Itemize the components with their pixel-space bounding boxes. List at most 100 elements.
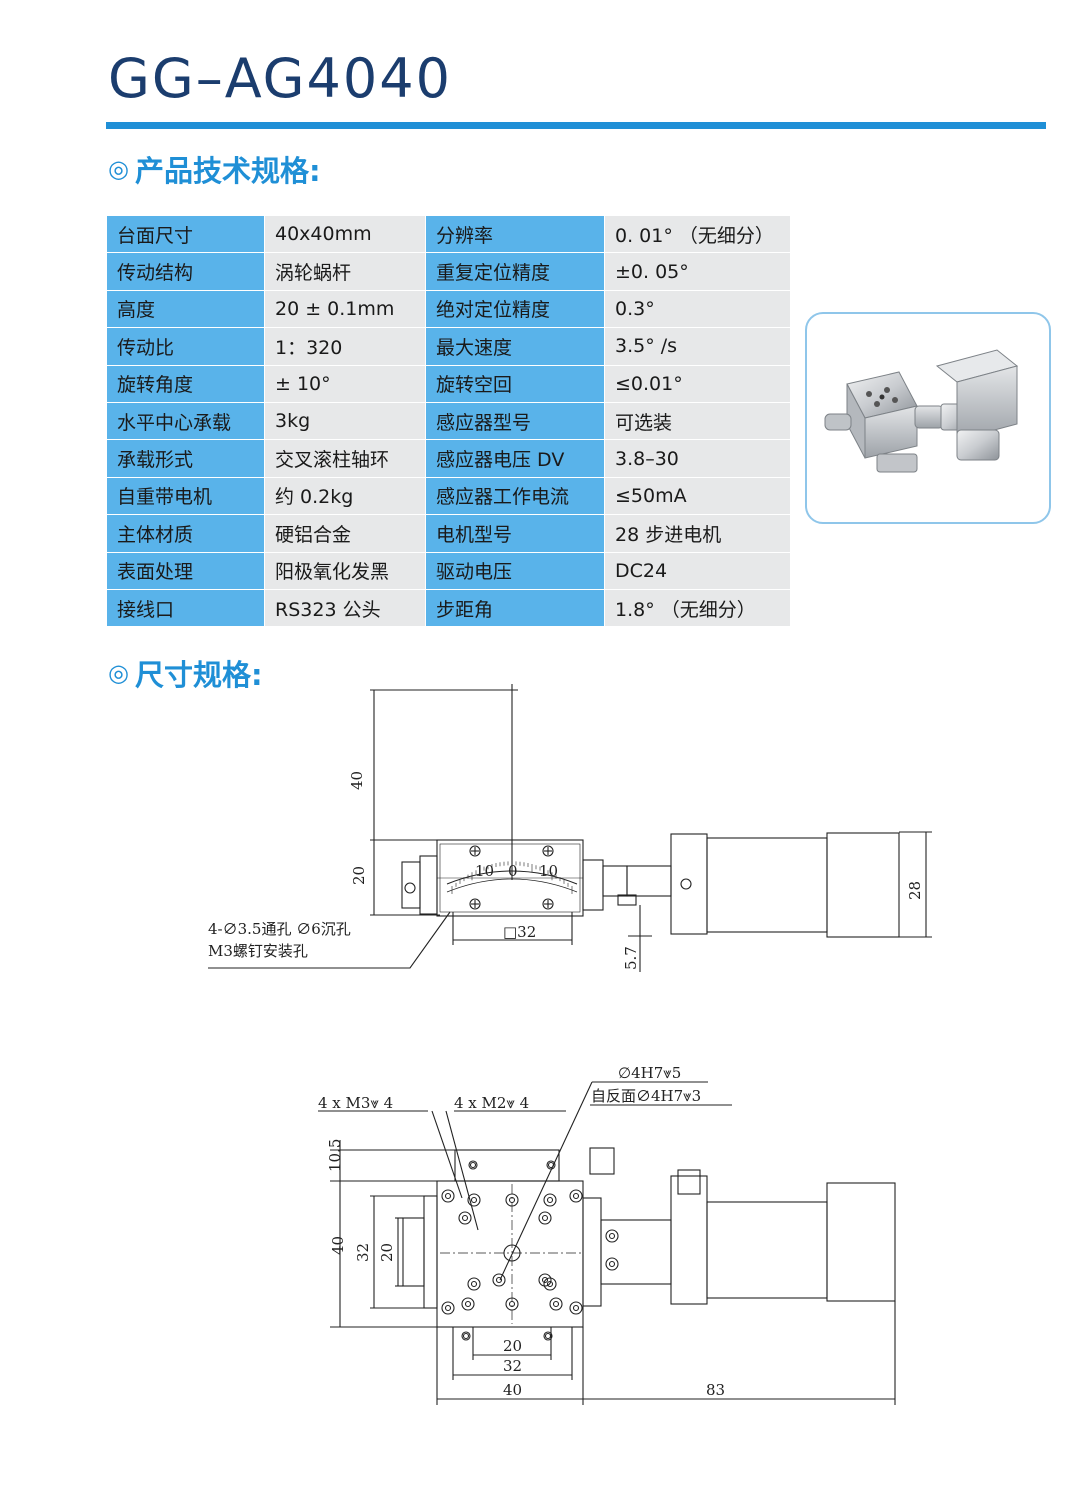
mounting-hole-inner — [470, 1280, 478, 1288]
spec-value: 3.5° /s — [604, 327, 791, 366]
note-m2-thread: 4 x M2⩔ 4 — [454, 1094, 529, 1112]
dim-20-vertical: 20 — [378, 1243, 396, 1262]
mounting-hole — [605, 1257, 619, 1271]
mounting-hole-inner — [544, 1332, 552, 1340]
spec-row: 传动结构涡轮蜗杆重复定位精度±0. 05° — [107, 252, 791, 291]
spec-row: 旋转角度± 10°旋转空回≤0.01° — [107, 365, 791, 403]
mounting-hole-inner — [546, 1280, 554, 1288]
mounting-hole-inner — [552, 1300, 560, 1308]
section-label: 产品技术规格: — [134, 154, 321, 188]
product-render-image — [824, 349, 1019, 473]
spec-value: 1.8° （无细分） — [604, 589, 791, 628]
dim-10-5: 10.5 — [326, 1139, 344, 1172]
mounting-hole — [538, 1273, 552, 1287]
spec-label: 接线口 — [107, 589, 265, 628]
spec-value: 20 ± 0.1mm — [264, 290, 426, 329]
spec-label: 承载形式 — [107, 439, 265, 478]
spec-label: 自重带电机 — [107, 477, 265, 516]
mounting-hole — [461, 1331, 471, 1341]
spec-value: 可选装 — [604, 402, 791, 441]
dim-20-horizontal: 20 — [503, 1337, 522, 1355]
mounting-hole — [543, 1277, 557, 1291]
page-title: GG–AG4040 — [108, 47, 452, 110]
mounting-hole-inner — [608, 1260, 616, 1268]
mounting-hole — [569, 1189, 583, 1203]
spec-value: 40x40mm — [264, 216, 426, 254]
bullet-icon: ◎ — [108, 155, 129, 183]
mounting-hole-inner — [608, 1232, 616, 1240]
spec-label: 绝对定位精度 — [425, 290, 605, 329]
dim-32-horizontal: 32 — [503, 1357, 522, 1375]
mounting-hole-inner — [572, 1304, 580, 1312]
section-heading-spec: ◎ 产品技术规格: — [108, 148, 321, 190]
section-label: 尺寸规格: — [134, 658, 263, 692]
dim-40-vertical: 40 — [329, 1236, 347, 1255]
spec-label: 表面处理 — [107, 552, 265, 590]
mounting-hole — [492, 1273, 506, 1287]
spec-label: 感应器型号 — [425, 402, 605, 441]
scale-label-right: 10 — [539, 862, 558, 880]
dim-40-horizontal: 40 — [503, 1381, 522, 1399]
mounting-hole-inner — [444, 1192, 452, 1200]
dim-20: 20 — [350, 866, 368, 885]
mounting-hole — [441, 1301, 455, 1315]
dim-83: 83 — [706, 1381, 725, 1399]
mounting-hole — [569, 1301, 583, 1315]
mounting-hole-inner — [541, 1214, 549, 1222]
spec-value: 硬铝合金 — [264, 514, 426, 553]
spec-label: 传动比 — [107, 327, 265, 366]
mounting-hole-inner — [541, 1276, 549, 1284]
spec-label: 水平中心承载 — [107, 402, 265, 441]
mounting-hole-inner — [444, 1304, 452, 1312]
spec-value: 3kg — [264, 402, 426, 441]
spec-value: ± 10° — [264, 365, 426, 403]
note-h7-back: 自反面∅4H7⩔3 — [591, 1087, 701, 1105]
scale-label-mid: 0 — [508, 862, 518, 880]
spec-label: 高度 — [107, 290, 265, 329]
mounting-hole-inner — [495, 1276, 503, 1284]
title-rule — [106, 122, 1046, 129]
spec-value: 涡轮蜗杆 — [264, 252, 426, 291]
note-h7-hole: ∅4H7⩔5 — [618, 1064, 681, 1082]
spec-label: 分辨率 — [425, 216, 605, 254]
mounting-hole — [543, 1331, 553, 1341]
spec-label: 主体材质 — [107, 514, 265, 553]
mounting-hole — [441, 1189, 455, 1203]
dim-28: 28 — [906, 881, 924, 900]
spec-label: 感应器工作电流 — [425, 477, 605, 516]
spec-value: 3.8–30 — [604, 439, 791, 478]
mounting-hole — [538, 1211, 552, 1225]
top-view — [318, 1081, 896, 1405]
spec-label: 驱动电压 — [425, 552, 605, 590]
note-mount-holes: 4-∅3.5通孔 ∅6沉孔 — [208, 920, 351, 938]
scale-label-left: 10 — [475, 862, 494, 880]
spec-value: 阳极氧化发黑 — [264, 552, 426, 590]
mounting-hole-inner — [572, 1192, 580, 1200]
note-m3-screw: M3螺钉安装孔 — [208, 942, 308, 960]
spec-value: DC24 — [604, 552, 791, 590]
bullet-icon: ◎ — [108, 659, 129, 687]
spec-label: 感应器电压 DV — [425, 439, 605, 478]
spec-label: 旋转空回 — [425, 365, 605, 403]
front-view — [208, 684, 932, 972]
product-photo — [805, 312, 1051, 524]
spec-value: RS323 公头 — [264, 589, 426, 628]
spec-value: 1：320 — [264, 327, 426, 366]
spec-value: ≤0.01° — [604, 365, 791, 403]
mounting-hole-inner — [464, 1300, 472, 1308]
spec-value: 交叉滚柱轴环 — [264, 439, 426, 478]
mounting-hole — [458, 1211, 472, 1225]
spec-label: 电机型号 — [425, 514, 605, 553]
spec-label: 台面尺寸 — [107, 216, 265, 254]
mounting-hole-inner — [462, 1332, 470, 1340]
mounting-hole-inner — [546, 1196, 554, 1204]
spec-label: 最大速度 — [425, 327, 605, 366]
